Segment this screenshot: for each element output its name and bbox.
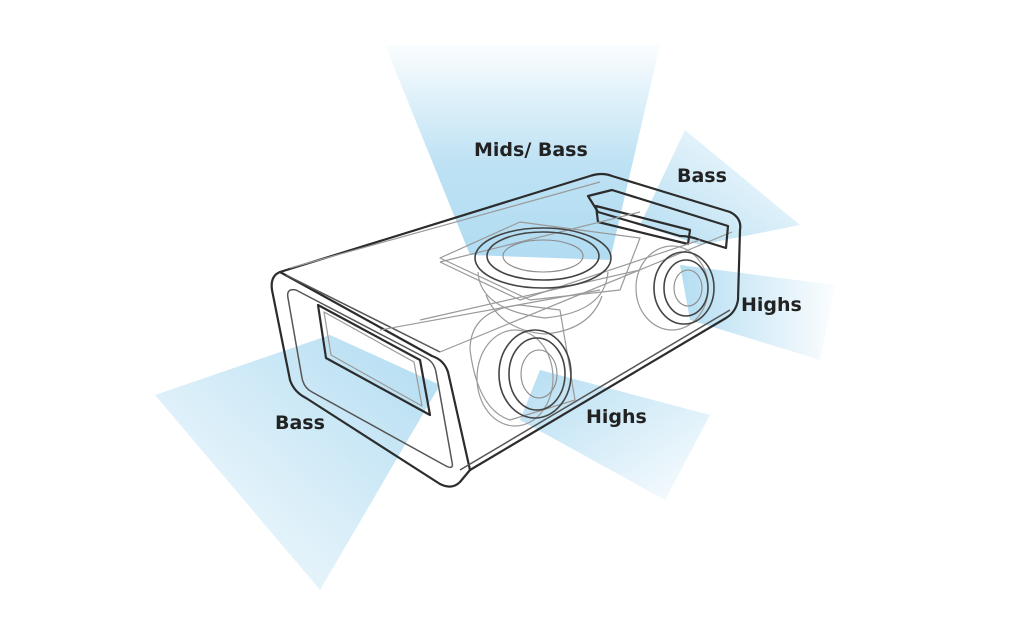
woofer — [439, 221, 641, 335]
beam-bass-top — [640, 130, 800, 245]
tweeter-front — [469, 304, 576, 427]
beam-highs-front — [520, 370, 710, 500]
label-highs-front: Highs — [586, 406, 647, 428]
beam-highs-right — [680, 265, 835, 360]
beam-bass-left — [155, 335, 440, 590]
beam-mids-bass — [385, 45, 660, 260]
label-bass-top: Bass — [677, 165, 727, 187]
label-highs-right: Highs — [741, 294, 802, 316]
speaker-body — [270, 172, 742, 488]
label-bass-left: Bass — [275, 412, 325, 434]
tweeter-right — [635, 245, 715, 331]
label-mids-bass: Mids/ Bass — [474, 139, 588, 161]
